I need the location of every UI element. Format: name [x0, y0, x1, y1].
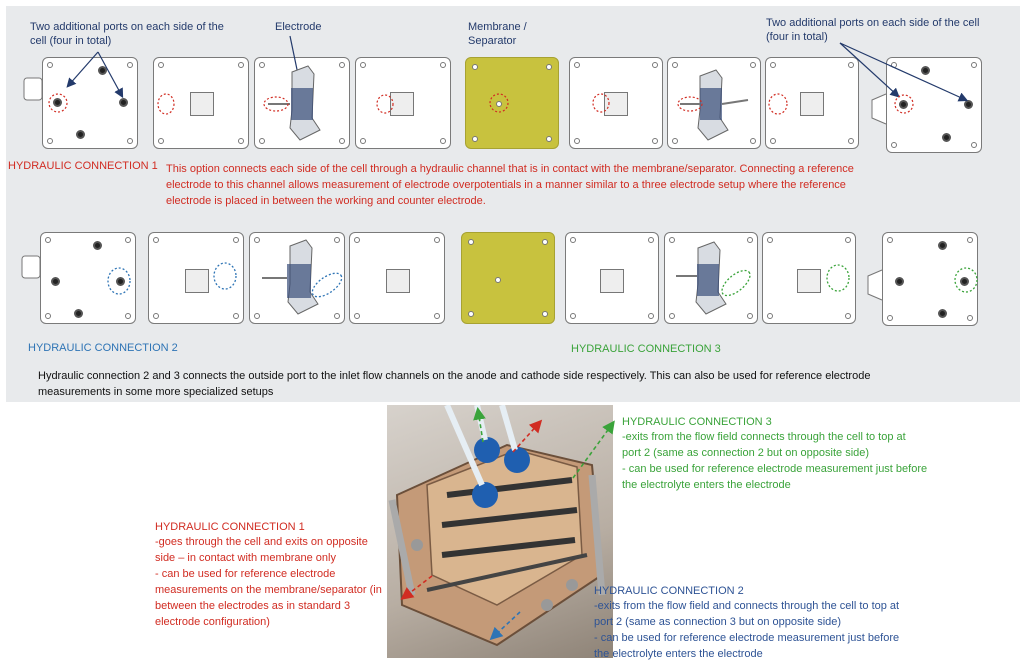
end-plate-left-1: [42, 57, 138, 149]
photo-hc3-text: -exits from the flow field connects thro…: [622, 431, 928, 491]
cell-photo: [387, 405, 613, 658]
label-ports-left: Two additional ports on each side of the…: [30, 21, 224, 48]
label-ports-right: Two additional ports on each side of the…: [766, 17, 980, 44]
end-plate-right-1: [886, 57, 982, 153]
electrode-felt-right-2: [676, 241, 727, 315]
photo-arrow-green-a: [473, 406, 486, 443]
hc1-label: HYDRAULIC CONNECTION 1: [8, 160, 158, 172]
current-collector-right-2: [762, 232, 856, 324]
label-electrode: Electrode: [275, 21, 322, 33]
photo-hc1-title: HYDRAULIC CONNECTION 1: [155, 521, 305, 533]
hc2-label: HYDRAULIC CONNECTION 2: [28, 342, 178, 354]
hc3-label: HYDRAULIC CONNECTION 3: [571, 343, 721, 355]
gasket-left-2: [349, 232, 445, 324]
photo-arrow-green-b: [572, 420, 615, 479]
arrow-ports-left-b: [97, 51, 124, 99]
current-collector-right-1: [765, 57, 859, 149]
photo-hc2-title: HYDRAULIC CONNECTION 2: [594, 585, 744, 597]
gasket-right-2: [565, 232, 659, 324]
end-plate-left-2: [40, 232, 136, 324]
arrow-ports-right-a: [839, 42, 900, 98]
photo-arrow-red-b: [400, 575, 433, 600]
gasket-right-1: [569, 57, 663, 149]
hc2-markers: [107, 262, 343, 298]
membrane-plate-2: [461, 232, 555, 324]
hc23-description: Hydraulic connection 2 and 3 connects th…: [38, 370, 871, 398]
current-collector-left-2: [148, 232, 244, 324]
electrode-felt-left-2: [262, 239, 319, 315]
electrode-felt-right-1: [680, 69, 749, 141]
electrode-felt-left-1: [268, 65, 321, 141]
photo-hc2-text: -exits from the flow field and connects …: [594, 600, 900, 660]
hc1-description: This option connects each side of the ce…: [166, 163, 854, 207]
hc1-markers: [48, 93, 914, 115]
membrane-plate-1: [465, 57, 559, 149]
connector-tabs: [21, 77, 887, 301]
current-collector-left-1: [153, 57, 249, 149]
photo-hc3-title: HYDRAULIC CONNECTION 3: [622, 416, 772, 428]
photo-arrow-red-a: [512, 419, 543, 453]
gasket-left-1: [355, 57, 451, 149]
arrow-ports-left-a: [66, 51, 99, 88]
arrow-ports-right-b: [839, 42, 969, 102]
cell-photo-drawing: [388, 405, 606, 647]
label-membrane: Membrane / Separator: [468, 21, 527, 48]
end-plate-right-2: [882, 232, 978, 326]
photo-hc1-text: -goes through the cell and exits on oppo…: [155, 536, 382, 628]
photo-arrow-blue: [489, 611, 521, 641]
hc3-markers: [721, 264, 978, 297]
